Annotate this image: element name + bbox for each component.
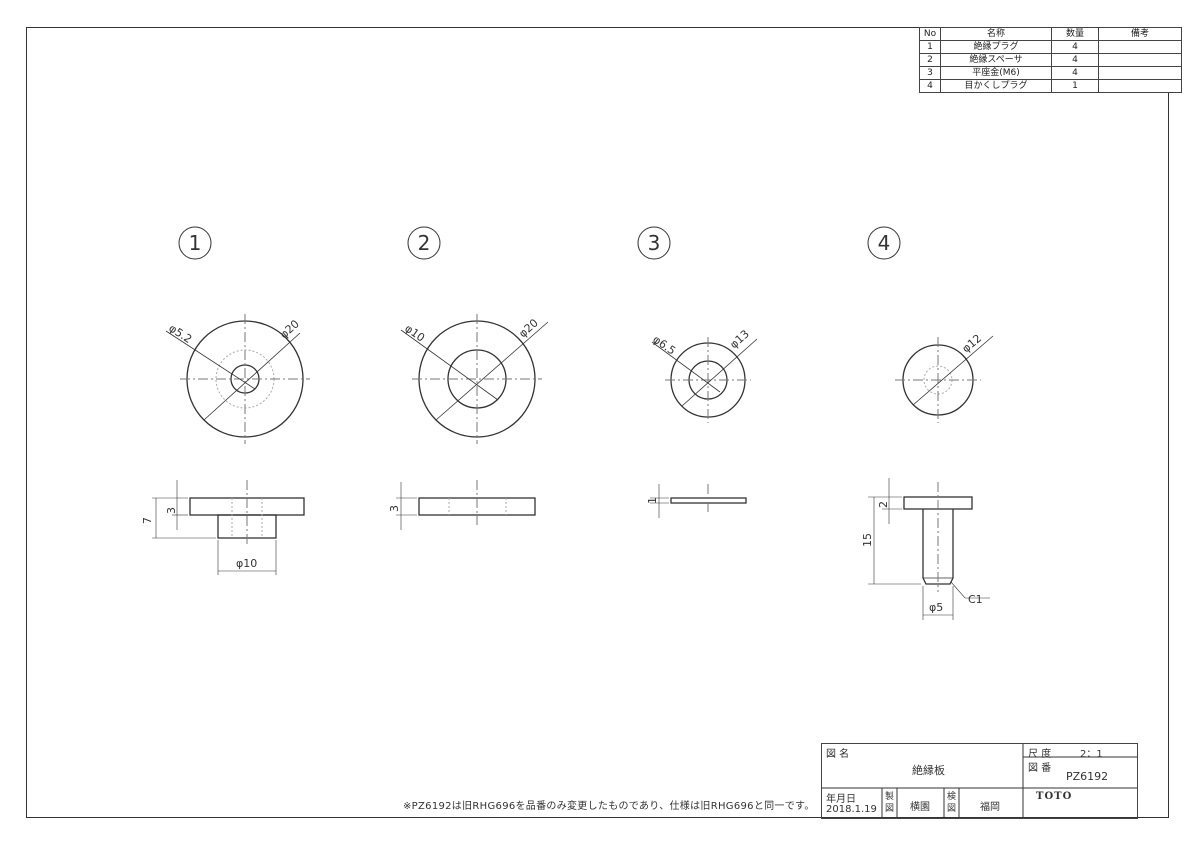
drawing-name: 絶縁板 — [912, 764, 945, 777]
table-row: 2 絶縁スペーサ 4 — [919, 53, 1182, 67]
dim-p4-shaft: φ5 — [929, 601, 943, 614]
date-label: 年月日 — [826, 794, 856, 805]
drawing-no: PZ6192 — [1066, 770, 1109, 783]
part3-top-view — [651, 337, 758, 423]
parts-table: No 名称 数量 備考 1 絶縁プラグ 4 2 絶縁スペーサ 4 3 平座金(M… — [919, 27, 1182, 93]
drawing-name-label: 図 名 — [826, 749, 850, 760]
date-value: 2018.1.19 — [826, 804, 877, 815]
dim-p3-outer: φ13 — [727, 327, 752, 351]
scale-label: 尺 度 — [1028, 749, 1052, 760]
checked-label: 検図 — [947, 792, 957, 814]
part-number-3: 3 — [648, 231, 661, 255]
title-block: 図 名 絶縁板 尺 度 2：1 図 番 PZ6192 年月日 2018.1.19… — [821, 743, 1138, 819]
dim-p3-inner: φ6.5 — [650, 333, 678, 358]
part-number-bubble-3 — [637, 226, 671, 260]
title-block-lines — [821, 743, 1138, 819]
part4-top-view — [895, 335, 994, 423]
dim-p3-thick: 1 — [646, 497, 659, 504]
dim-p1-thick: 3 — [165, 507, 178, 514]
part-number-bubble-2 — [407, 226, 441, 260]
part1-side-view — [152, 480, 305, 575]
part-number-bubble-1 — [178, 226, 212, 260]
part-number-1: 1 — [189, 231, 202, 255]
part4-side-view — [868, 478, 990, 620]
part-number-bubble-4 — [867, 226, 901, 260]
row-name: 目かくしプラグ — [940, 79, 1052, 93]
dim-p2-outer: φ20 — [516, 316, 541, 340]
footnote: ※PZ6192は旧RHG696を品番のみ変更したものであり、仕様は旧RHG696… — [403, 801, 815, 812]
part-number-4: 4 — [878, 231, 891, 255]
drawing-no-label: 図 番 — [1028, 763, 1052, 774]
table-row: 3 平座金(M6) 4 — [919, 66, 1182, 80]
part2-side-view — [396, 480, 536, 530]
dim-p1-outer: φ20 — [277, 317, 302, 341]
dim-p4-outer: φ12 — [960, 332, 985, 356]
drawing-sheet-border — [26, 27, 1169, 818]
dim-p4-head: 2 — [877, 501, 890, 508]
part3-side-view — [650, 484, 747, 518]
dim-p1-inner: φ5.2 — [166, 322, 194, 346]
part2-top-view — [400, 314, 549, 444]
dim-p4-chamfer: C1 — [968, 593, 983, 606]
part1-top-view — [165, 314, 310, 444]
dim-p2-inner: φ10 — [402, 322, 427, 345]
part-number-2: 2 — [418, 231, 431, 255]
dim-p4-len: 15 — [861, 533, 874, 547]
dim-p1-total: 7 — [141, 517, 154, 524]
table-row: 4 目かくしプラグ 1 — [919, 79, 1182, 93]
checked-by: 福岡 — [980, 802, 1000, 813]
dim-p1-boss: φ10 — [236, 557, 257, 570]
scale-value: 2：1 — [1080, 749, 1103, 760]
drawn-label: 製図 — [885, 792, 895, 814]
dim-p2-thick: 3 — [388, 505, 401, 512]
drawn-by: 横園 — [910, 802, 930, 813]
row-remarks — [1098, 79, 1182, 93]
toto-logo: TOTO — [1036, 791, 1073, 802]
